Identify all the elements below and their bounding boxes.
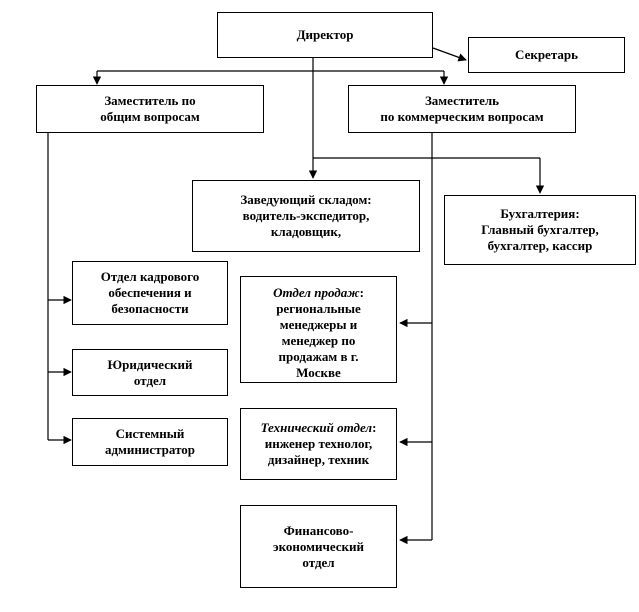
accounting-box: Бухгалтерия: Главный бухгалтер, бухгалте… (444, 195, 636, 265)
deputy-commercial-line: Заместитель (424, 93, 500, 108)
hr-security-box: Отдел кадрового обеспечения и безопаснос… (72, 261, 228, 325)
deputy-general-box: Заместитель по общим вопросам (36, 85, 264, 133)
sysadmin-box: Системный администратор (72, 418, 228, 466)
sales-line: Москве (296, 365, 341, 380)
technical-line: дизайнер, техник (267, 452, 370, 467)
secretary-label: Секретарь (515, 47, 578, 62)
sales-line: региональные (276, 301, 361, 316)
sales-line: менеджеры и (279, 317, 358, 332)
hr-security-line: безопасности (111, 301, 189, 316)
sysadmin-line: Системный (115, 426, 185, 441)
warehouse-head-box: Заведующий складом: водитель-экспедитор,… (192, 180, 420, 252)
sales-line: продажам в г. (278, 349, 359, 364)
hr-security-line: обеспечения и (108, 285, 192, 300)
deputy-commercial-line: по коммерческим вопросам (380, 109, 544, 124)
sales-line: менеджер по (281, 333, 356, 348)
director-label: Директор (296, 27, 354, 42)
arrow-director-secretary (432, 47, 467, 62)
technical-title-row: Технический отдел: (260, 420, 377, 435)
technical-title: Технический отдел (260, 420, 373, 435)
finance-line: отдел (302, 554, 335, 570)
legal-line: Юридический (107, 356, 193, 372)
finance-line: Финансово- (283, 522, 354, 538)
secretary-box: Секретарь (468, 37, 625, 73)
deputy-commercial-box: Заместитель по коммерческим вопросам (348, 85, 576, 133)
technical-box: Технический отдел: инженер технолог, диз… (240, 408, 397, 480)
sales-title-row: Отдел продаж: (273, 285, 364, 300)
accounting-line: Главный бухгалтер, (481, 222, 599, 237)
warehouse-head-line: Заведующий складом: (240, 192, 372, 207)
finance-line: экономический (272, 538, 365, 554)
sales-title: Отдел продаж (273, 285, 360, 300)
accounting-line: бухгалтер, кассир (487, 238, 593, 253)
warehouse-head-line: кладовщик, (270, 224, 342, 239)
deputy-general-line: общим вопросам (100, 109, 200, 124)
technical-line: инженер технолог, (264, 436, 373, 451)
director-box: Директор (217, 12, 433, 58)
accounting-line: Бухгалтерия: (500, 206, 580, 221)
hr-security-line: Отдел кадрового (100, 269, 200, 284)
finance-box: Финансово- экономический отдел (240, 505, 397, 588)
sales-box: Отдел продаж: региональные менеджеры и м… (240, 276, 397, 383)
sysadmin-line: администратор (104, 442, 196, 457)
deputy-general-line: Заместитель по (104, 93, 196, 108)
warehouse-head-line: водитель-экспедитор, (242, 208, 370, 223)
legal-line: отдел (133, 372, 167, 388)
legal-box: Юридический отдел (72, 349, 228, 396)
